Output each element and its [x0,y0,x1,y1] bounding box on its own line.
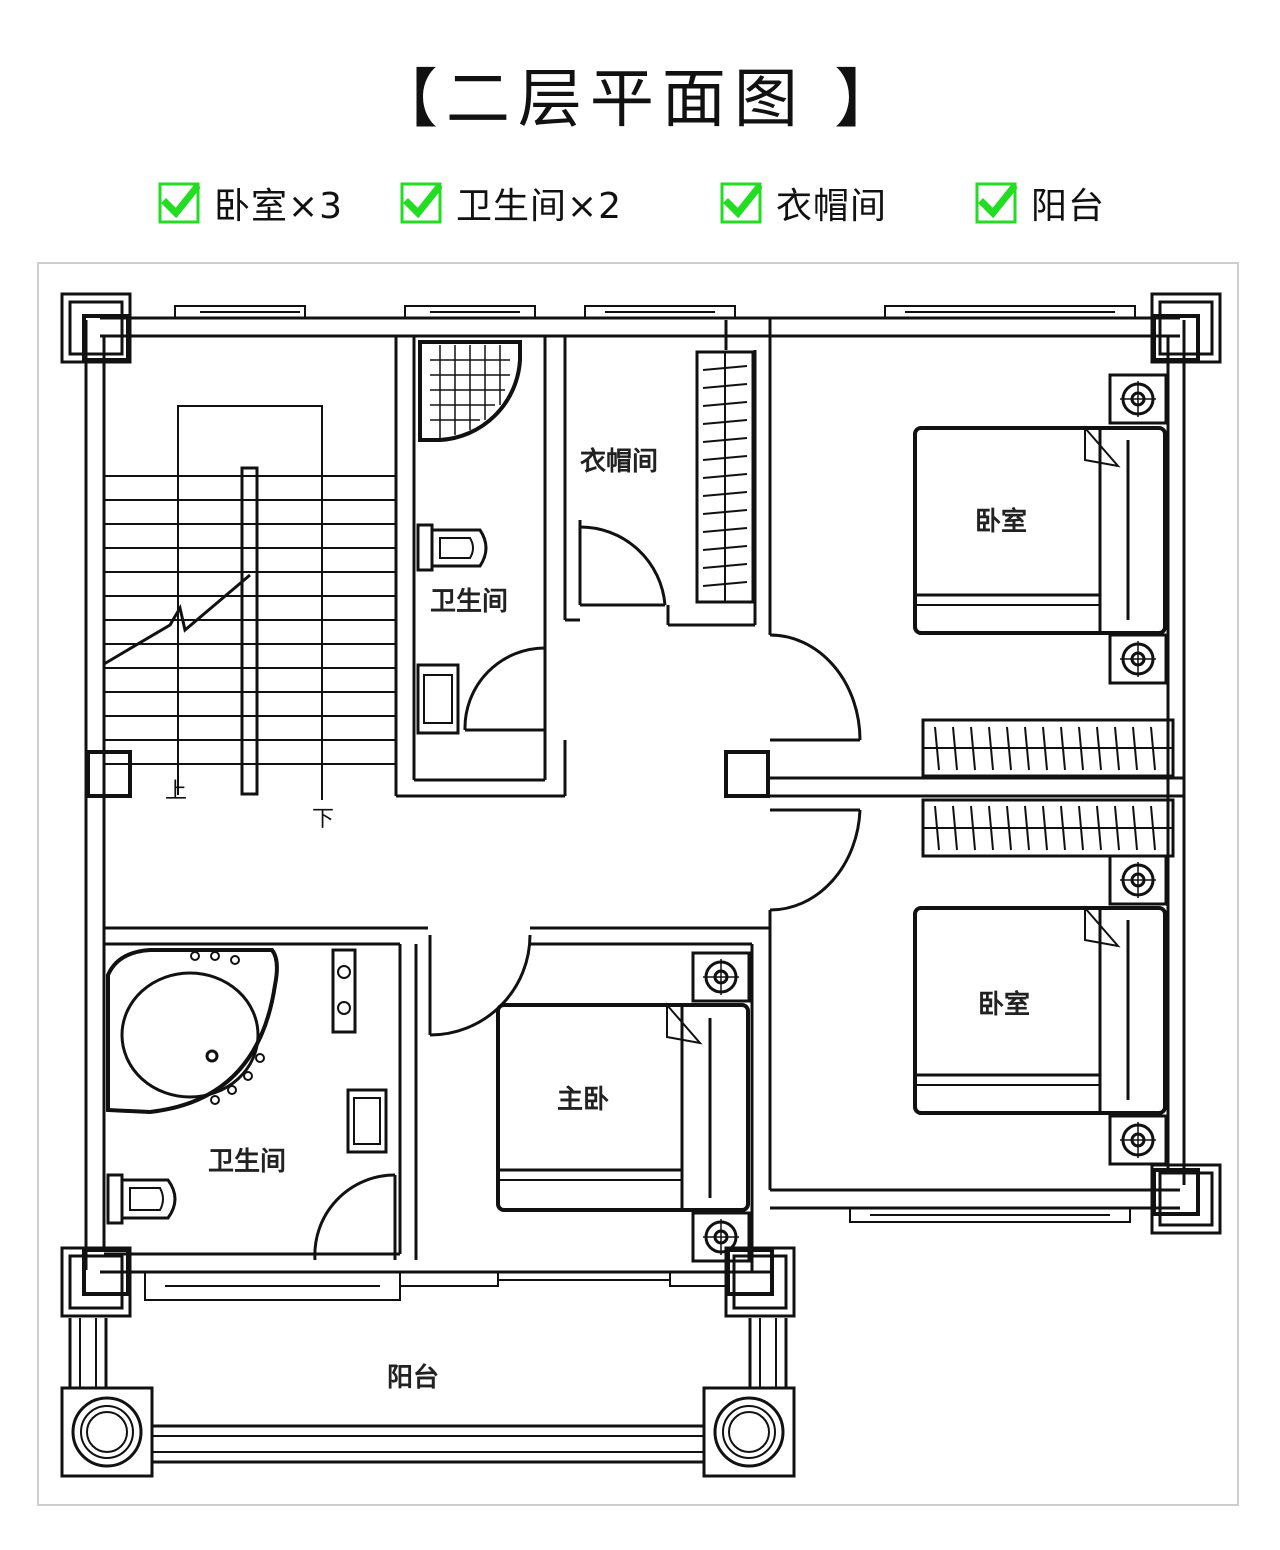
legend-label: 卧室×3 [214,186,344,227]
stair-up-label: 上 [165,779,187,804]
nightstand-icon [1108,1114,1168,1166]
room-label-balcony: 阳台 [387,1362,439,1393]
shower [418,340,522,442]
toilet-icon [416,523,488,572]
green-check-icon [720,182,762,224]
legend-item-bedrooms: 卧室×3 [158,178,343,228]
nightstand-icon [1108,633,1168,685]
legend-item-wardrobe: 衣帽间 [720,178,887,228]
corner-columns [60,292,1222,1318]
green-check-icon [158,182,200,224]
legend-label: 衣帽间 [776,186,888,227]
bed-icon [913,905,1167,1115]
room-label-bedroom-right: 卧室 [978,989,1030,1020]
nightstand-icon [1108,373,1168,425]
green-check-icon [400,182,442,224]
nightstand-icon [1108,854,1168,906]
legend-label: 阳台 [1031,186,1106,227]
legend-item-balcony: 阳台 [975,178,1105,228]
legend-label: 卫生间×2 [456,186,623,227]
closet-rack [695,350,755,604]
balcony-sliding-door [399,1271,729,1287]
room-label-wardrobe: 衣帽间 [580,446,658,477]
legend-item-bathrooms: 卫生间×2 [400,178,622,228]
balcony [60,1318,796,1478]
washbasin-icon [331,948,388,1154]
staircase [103,405,396,800]
interior-walls [104,318,1184,1272]
closet-rack [921,718,1175,858]
bed-icon [496,1002,750,1212]
nightstand-icon [691,1211,751,1263]
bathtub-icon [106,948,279,1115]
stair-down-label: 下 [312,807,334,832]
room-label-bathroom-bottom: 卫生间 [208,1147,286,1177]
page-title: 【二层平面图 】 [373,63,907,137]
nightstand-icon [691,951,751,1003]
washbasin-icon [416,663,460,735]
drawing-frame [37,262,1239,1506]
stair-treads [104,475,396,765]
green-check-icon [975,182,1017,224]
bed-icon [913,425,1167,635]
room-label-master-bedroom: 主卧 [557,1085,609,1115]
toilet-icon [106,1173,177,1225]
room-label-bedroom-top: 卧室 [975,506,1027,537]
room-label-bathroom-top: 卫生间 [430,587,508,617]
